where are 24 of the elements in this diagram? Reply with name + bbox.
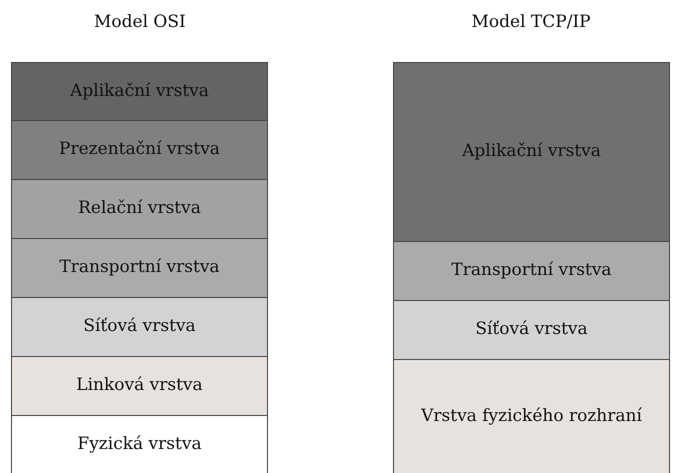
- layer-box: [393, 241, 670, 301]
- layer-name: Síťová vrstva: [475, 318, 588, 342]
- column-title: Model TCP/IP: [472, 12, 591, 32]
- layer-box: [11, 62, 268, 121]
- layer-box: [11, 356, 268, 416]
- layer-name: Transportní vrstva: [451, 259, 612, 282]
- layer-name: Transportní vrstva: [59, 256, 220, 280]
- layer-box: [11, 179, 268, 239]
- layer-name: Aplikační vrstva: [462, 140, 601, 164]
- layer-box: [11, 238, 268, 298]
- column-title: Model OSI: [94, 12, 186, 32]
- layer-name: Linková vrstva: [76, 374, 203, 398]
- layer-box: [393, 300, 670, 360]
- layer-name: Síťová vrstva: [83, 315, 196, 338]
- layer-name: Vrstva fyzického rozhraní: [421, 405, 642, 428]
- layer-name: Prezentační vrstva: [59, 138, 220, 162]
- layer-box: [11, 415, 268, 473]
- layer-box: [11, 297, 268, 357]
- layer-name: Fyzická vrstva: [77, 433, 202, 456]
- layer-box: [11, 120, 268, 180]
- layer-name: Aplikační vrstva: [70, 80, 209, 103]
- layer-box: [393, 359, 670, 473]
- layer-box: [393, 62, 670, 242]
- layer-name: Relační vrstva: [78, 197, 201, 220]
